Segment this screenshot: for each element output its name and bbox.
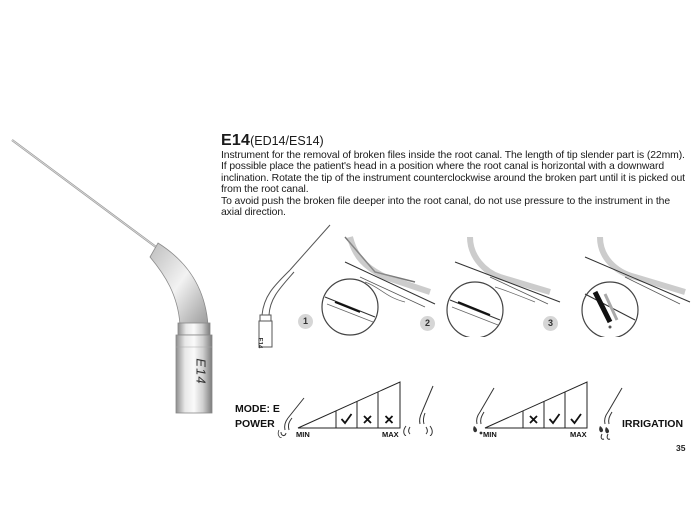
irrigation-min-label: MIN xyxy=(483,430,497,439)
instrument-code: E14 xyxy=(221,132,251,149)
handpiece-power-icon xyxy=(277,397,305,438)
power-marks xyxy=(340,413,394,425)
step-3-illustration xyxy=(581,236,691,337)
irrigation-level-chart xyxy=(484,381,588,429)
instrument-info: E14(ED14/ES14) Instrument for the remova… xyxy=(221,133,691,219)
step-2-illustration xyxy=(446,236,561,337)
mode-label: MODE: E xyxy=(235,403,280,415)
irrigation-check-icon xyxy=(570,413,582,425)
irrigation-label: IRRIGATION xyxy=(622,418,684,430)
instrument-tip-illustration xyxy=(11,139,213,414)
power-check-icon xyxy=(340,413,353,425)
instrument-title: E14(ED14/ES14) xyxy=(221,133,691,149)
description-paragraph: To avoid push the broken file deeper int… xyxy=(221,195,671,219)
power-label: POWER xyxy=(235,418,275,430)
handpiece-spray-icon xyxy=(599,387,623,440)
instrument-variants: (ED14/ES14) xyxy=(250,134,324,148)
irrigation-check-icon xyxy=(548,413,561,425)
instrument-description: Instrument for the removal of broken fil… xyxy=(221,150,691,218)
irrigation-max-label: MAX xyxy=(570,430,587,439)
step-number: 2 xyxy=(420,316,435,331)
power-level-chart xyxy=(297,381,401,429)
vibration-icon xyxy=(403,385,434,436)
mini-tip-drawing xyxy=(258,224,331,348)
power-max-label: MAX xyxy=(382,430,399,439)
step-number: 3 xyxy=(543,316,558,331)
step-number: 1 xyxy=(298,314,313,329)
tip-engraving: E14 xyxy=(193,358,209,385)
mini-engraving: E14 xyxy=(256,337,263,349)
step-1-illustration xyxy=(321,236,436,336)
handpiece-drop-icon xyxy=(473,387,495,435)
power-min-label: MIN xyxy=(296,430,310,439)
irrigation-cross-icon xyxy=(529,415,538,424)
power-cross-icon xyxy=(363,415,372,424)
irrigation-marks xyxy=(529,413,582,425)
description-paragraph: If possible place the patient's head in … xyxy=(221,161,685,196)
description-paragraph: Instrument for the removal of broken fil… xyxy=(221,150,685,161)
power-cross-icon xyxy=(384,415,394,424)
page-number: 35 xyxy=(676,443,686,453)
